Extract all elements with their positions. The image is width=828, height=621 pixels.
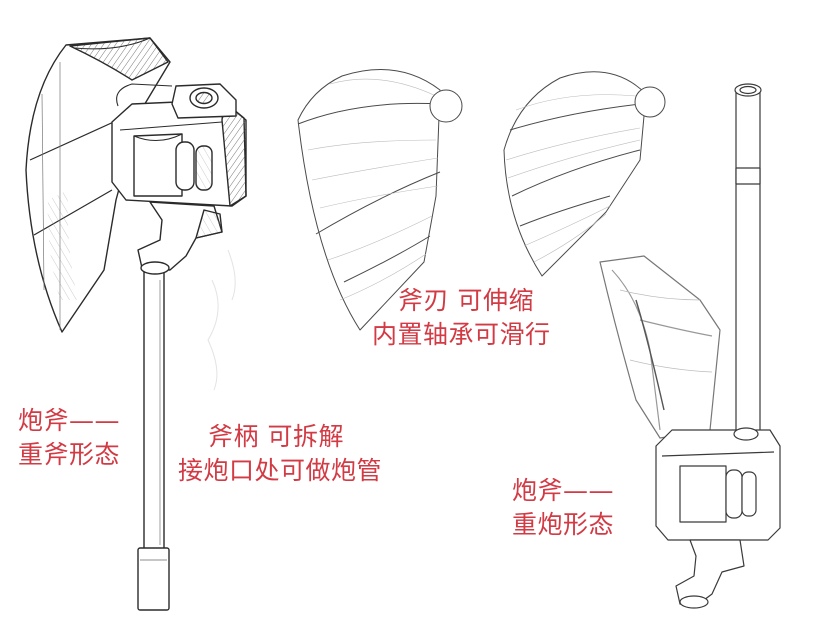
blade-view-1-bearing xyxy=(429,89,463,123)
handle-caption-line2: 接炮口处可做炮管 xyxy=(178,456,383,485)
blade-detail-drawing xyxy=(297,69,666,331)
cannon-barrel xyxy=(735,89,761,437)
heavy-axe-caption-line1: 炮斧—— xyxy=(18,406,121,435)
axe-handle-shaft xyxy=(143,271,165,551)
cannon-caption-line2: 重炮形态 xyxy=(512,510,615,539)
heavy-axe-caption: 炮斧—— 重斧形态 xyxy=(18,404,120,472)
cannon-caption-line1: 炮斧—— xyxy=(512,476,615,505)
blade-view-2 xyxy=(503,71,647,277)
blade-caption-line2: 内置轴承可滑行 xyxy=(372,320,551,349)
handle-caption: 斧柄 可拆解 接炮口处可做炮管 xyxy=(178,420,382,488)
cannon-caption: 炮斧—— 重炮形态 xyxy=(512,474,614,542)
blade-view-1 xyxy=(297,69,441,331)
blade-caption: 斧刃 可伸缩 内置轴承可滑行 xyxy=(372,284,551,352)
heavy-axe-caption-line2: 重斧形态 xyxy=(18,440,121,469)
cannon-hook xyxy=(675,539,745,607)
cannon-folded-blade xyxy=(599,255,721,439)
blade-caption-line1: 斧刃 可伸缩 xyxy=(398,286,534,315)
faint-sketch-marks xyxy=(207,249,236,391)
blade-view-2-bearing xyxy=(634,86,666,118)
handle-caption-line1: 斧柄 可拆解 xyxy=(208,422,344,451)
axe-handle-grip xyxy=(137,547,170,611)
heavy-cannon-drawing xyxy=(599,83,781,609)
heavy-axe-drawing xyxy=(25,37,247,611)
